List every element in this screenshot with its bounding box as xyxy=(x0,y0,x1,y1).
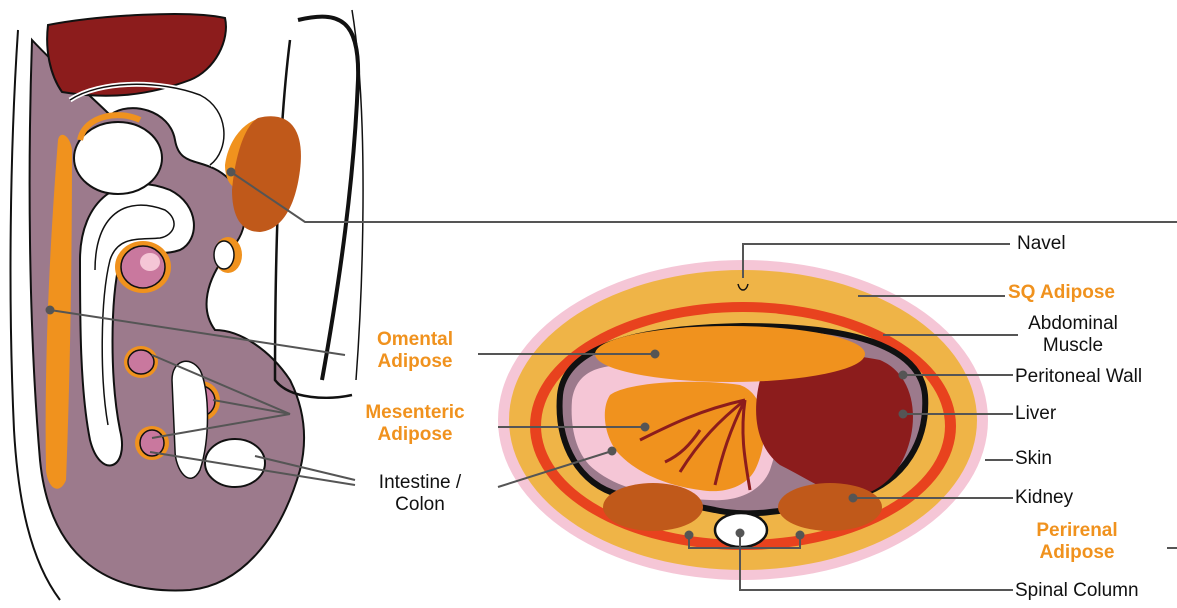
sagittal-loop-top xyxy=(74,122,162,194)
intestine-label-line2: Colon xyxy=(355,494,485,516)
abdominal-muscle-label: Abdominal Muscle xyxy=(1018,313,1128,357)
intestine-label-line1: Intestine / xyxy=(355,472,485,494)
mesenteric-label-line2: Adipose xyxy=(345,424,485,446)
front-wall-inner xyxy=(275,40,352,398)
omental-label-line1: Omental xyxy=(355,329,475,351)
omental-label-line2: Adipose xyxy=(355,351,475,373)
perirenal-adipose-label: Perirenal Adipose xyxy=(1022,520,1132,564)
perirenal-label-line1: Perirenal xyxy=(1022,520,1132,542)
peritoneal-wall-label: Peritoneal Wall xyxy=(1015,366,1142,388)
abdominal-label-line2: Muscle xyxy=(1018,335,1128,357)
front-wall-outline xyxy=(298,17,358,380)
kidney-right xyxy=(778,483,882,531)
abdominal-label-line1: Abdominal xyxy=(1018,313,1128,335)
intestine-colon-label: Intestine / Colon xyxy=(355,472,485,516)
kidney-label: Kidney xyxy=(1015,487,1073,509)
liver-label: Liver xyxy=(1015,403,1056,425)
spinal-column-label: Spinal Column xyxy=(1015,580,1139,602)
navel-label: Navel xyxy=(1017,233,1066,255)
skin-label: Skin xyxy=(1015,448,1052,470)
sq-adipose-label: SQ Adipose xyxy=(1008,282,1115,304)
kidney-left xyxy=(603,483,703,531)
leader-top-long xyxy=(231,172,1177,222)
mesenteric-adipose-label: Mesenteric Adipose xyxy=(345,402,485,446)
perirenal-label-line2: Adipose xyxy=(1022,542,1132,564)
sagittal-view xyxy=(11,10,364,600)
mesenteric-label-line1: Mesenteric xyxy=(345,402,485,424)
omental-adipose-label: Omental Adipose xyxy=(355,329,475,373)
